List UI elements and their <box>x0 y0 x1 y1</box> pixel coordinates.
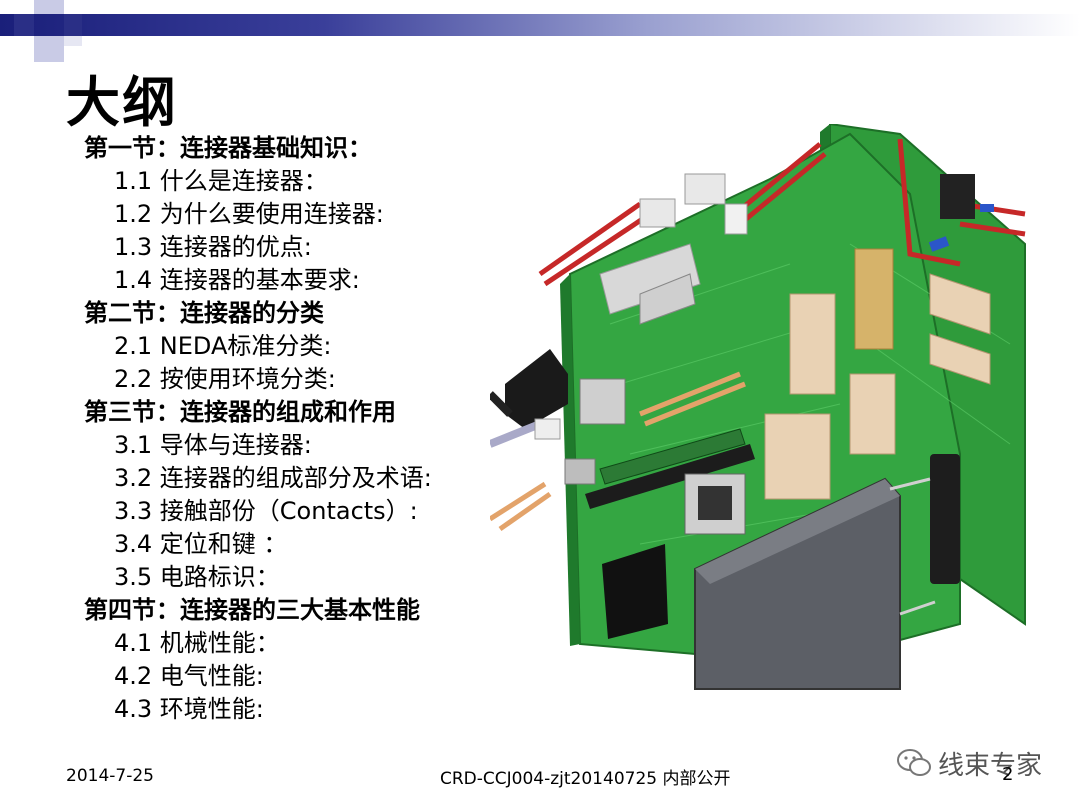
page-number: 2 <box>1002 764 1014 785</box>
outline-item-3-2: 3.2 连接器的组成部分及术语: <box>114 464 432 492</box>
outline-item-3-3: 3.3 接触部份（Contacts）: <box>114 497 418 525</box>
outline-item-3-5: 3.5 电路标识： <box>114 563 280 591</box>
outline-list: 第一节：连接器基础知识： 1.1 什么是连接器： 1.2 为什么要使用连接器: … <box>84 132 432 726</box>
footer-doc-id: CRD-CCJ004-zjt20140725 内部公开 <box>440 769 731 789</box>
outline-section-2: 第二节：连接器的分类 <box>84 299 324 327</box>
outline-section-4: 第四节：连接器的三大基本性能 <box>84 596 420 624</box>
outline-item-4-2: 4.2 电气性能: <box>114 662 264 690</box>
wechat-icon <box>897 749 931 776</box>
slide-title: 大纲 <box>66 71 178 134</box>
footer-date: 2014-7-25 <box>66 766 154 786</box>
outline-item-3-1: 3.1 导体与连接器: <box>114 431 312 459</box>
outline-item-1-1: 1.1 什么是连接器： <box>114 167 328 195</box>
outline-section-3: 第三节：连接器的组成和作用 <box>84 398 396 426</box>
connector-illustration <box>490 124 1026 690</box>
outline-item-2-1: 2.1 NEDA标准分类: <box>114 332 332 360</box>
outline-item-1-4: 1.4 连接器的基本要求: <box>114 266 360 294</box>
outline-item-4-3: 4.3 环境性能: <box>114 695 264 723</box>
header-square-3 <box>64 14 82 36</box>
outline-item-4-1: 4.1 机械性能： <box>114 629 280 657</box>
header-square-4 <box>34 36 64 62</box>
watermark: 线束专家 <box>896 745 1042 781</box>
outline-item-1-2: 1.2 为什么要使用连接器: <box>114 200 384 228</box>
outline-item-2-2: 2.2 按使用环境分类: <box>114 365 336 393</box>
watermark-text: 线束专家 <box>938 750 1043 781</box>
outline-section-1: 第一节：连接器基础知识： <box>84 134 372 162</box>
header-banner <box>0 14 1080 36</box>
header-square-5 <box>64 36 82 46</box>
header-square-2 <box>34 0 64 14</box>
header-square-1 <box>14 14 34 36</box>
outline-item-1-3: 1.3 连接器的优点: <box>114 233 312 261</box>
outline-item-3-4: 3.4 定位和键 ： <box>114 530 288 558</box>
